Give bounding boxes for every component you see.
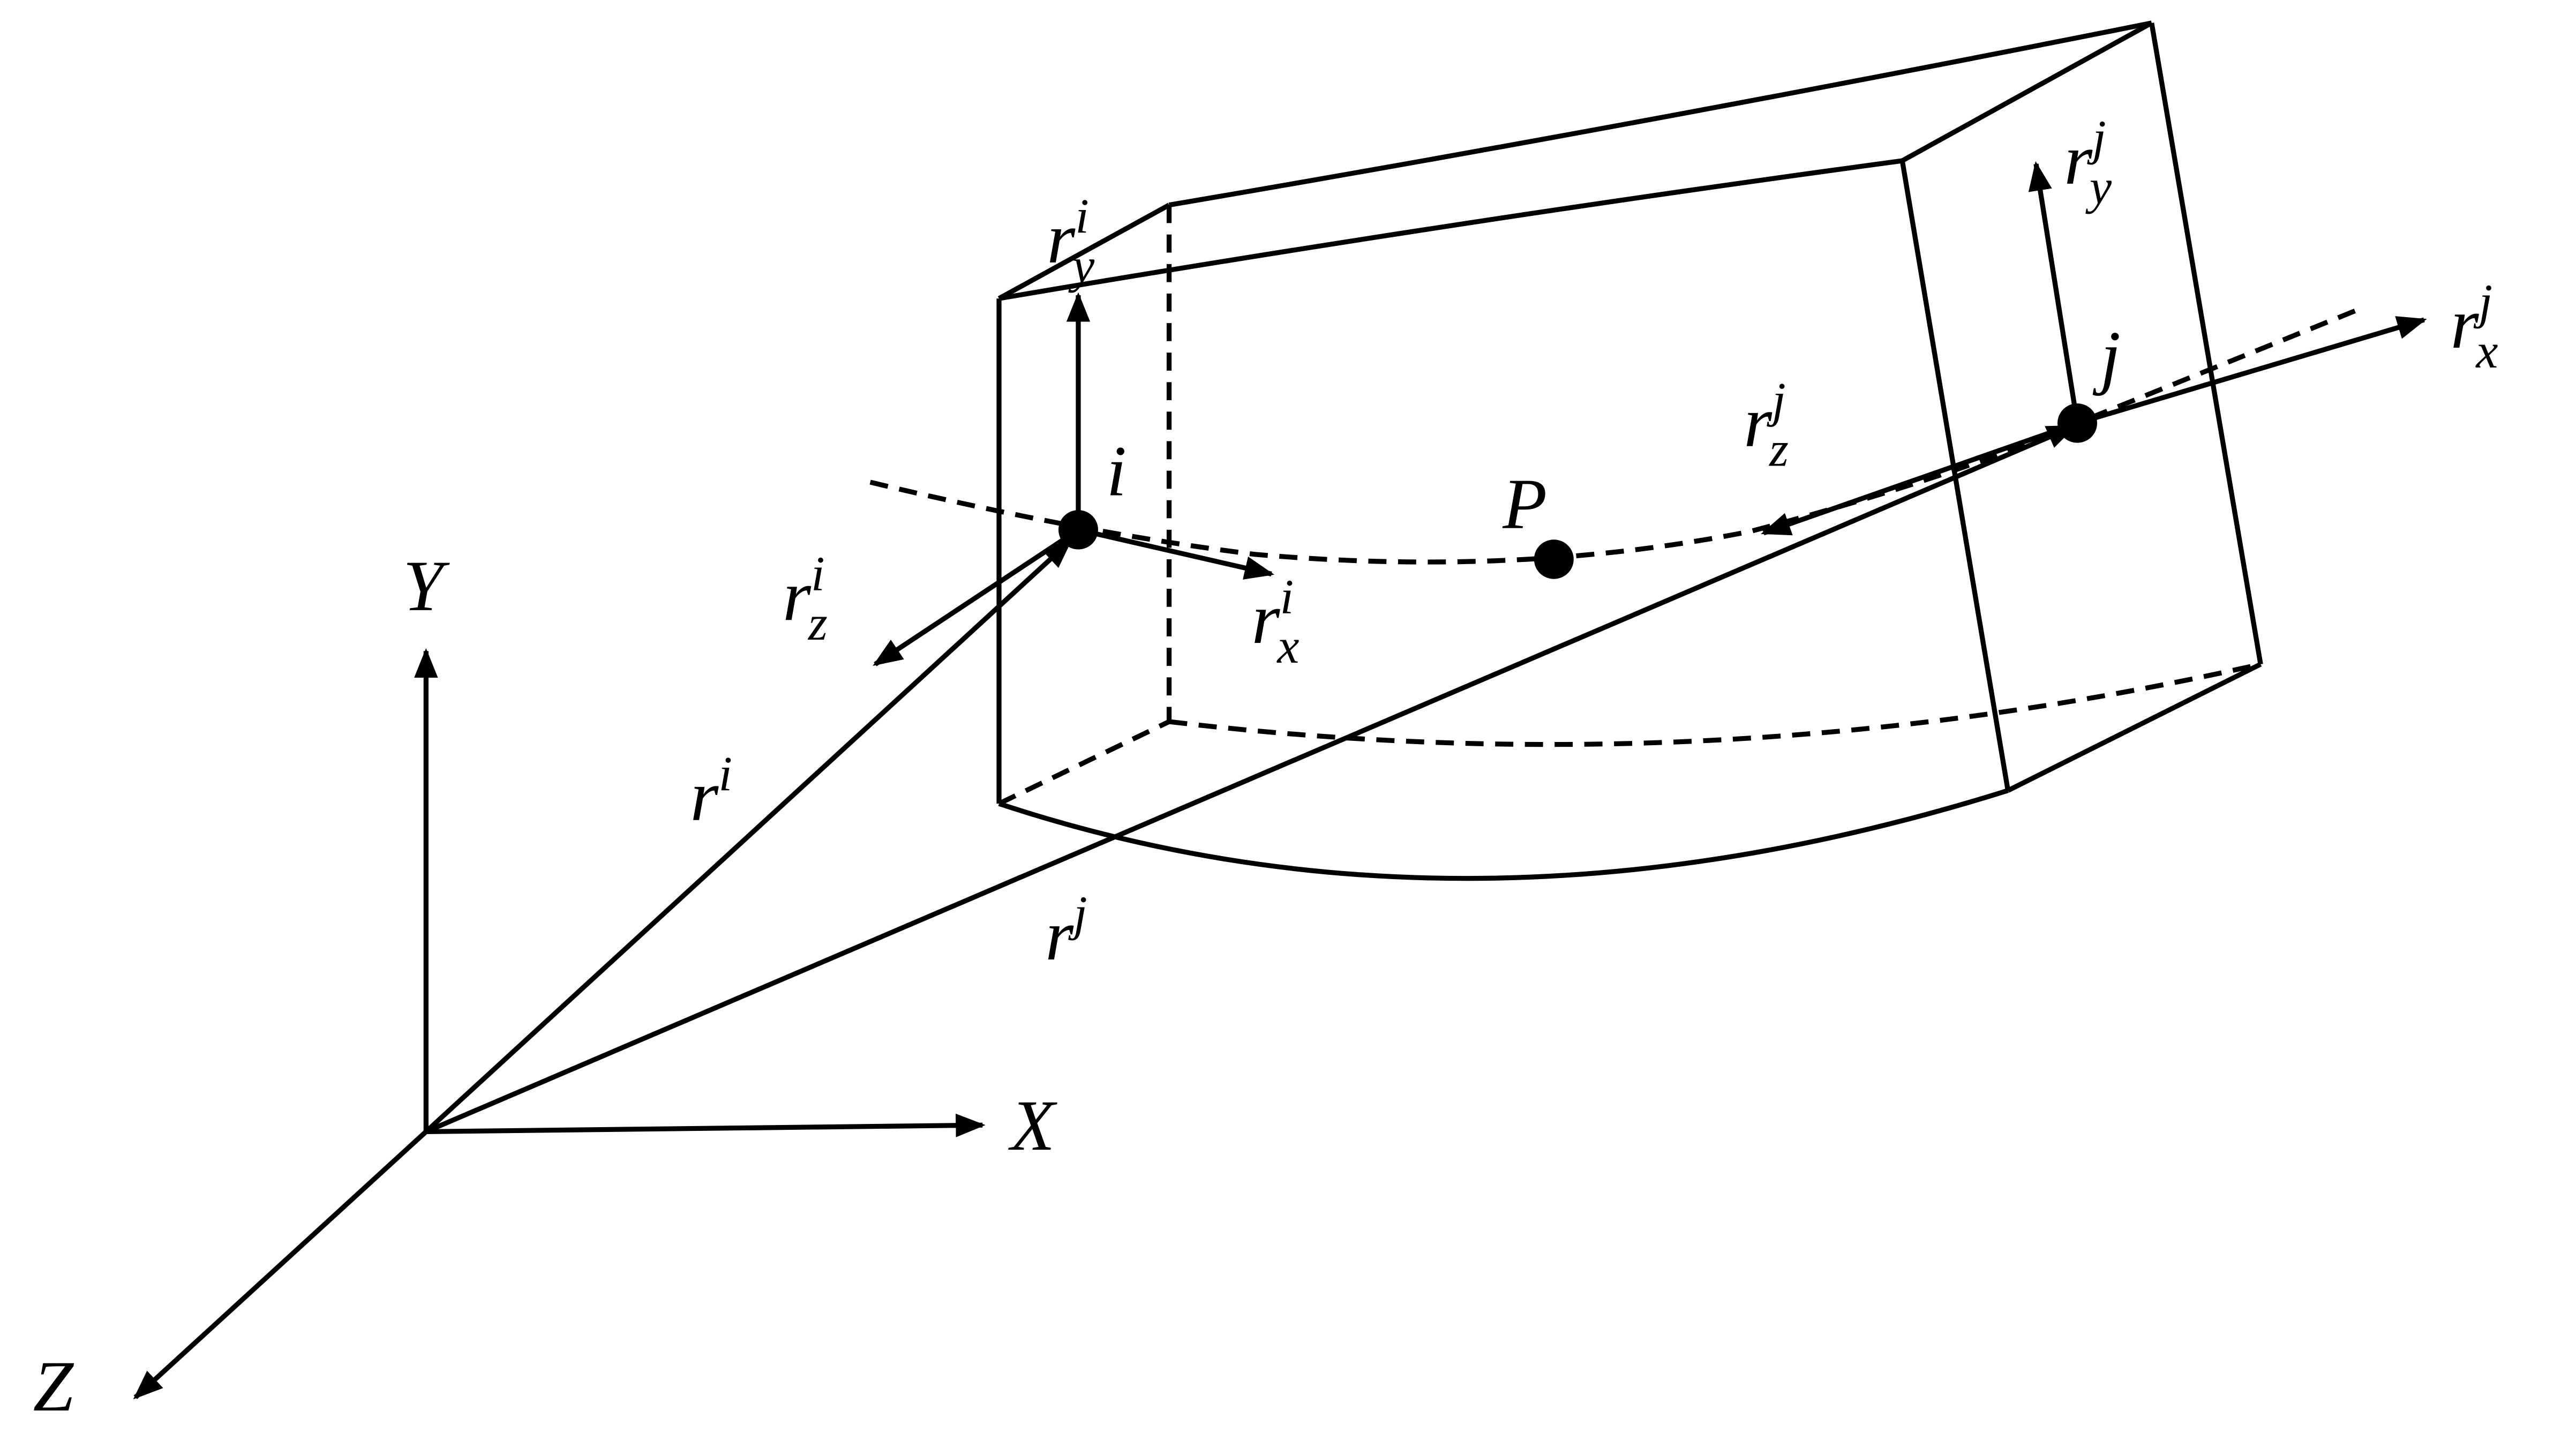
beam-top-back-edge [1168, 20, 2152, 208]
beam-bottom-right-edge [2007, 662, 2262, 793]
ri-vector [424, 539, 1072, 1134]
x-axis-label: X [1008, 1086, 1057, 1166]
triad-i [873, 292, 1275, 666]
triad-j [1761, 161, 2427, 536]
rzj-arrow [1761, 421, 2078, 536]
ryj-arrow [2028, 161, 2080, 424]
global-axes [133, 648, 986, 1400]
beam-top-left-edge [997, 202, 1170, 301]
x-axis [426, 1113, 986, 1137]
rxj-arrow [2076, 316, 2427, 426]
rj-vector [425, 424, 2077, 1134]
rxi-arrow [1077, 527, 1275, 580]
node-i [1058, 510, 1098, 550]
position-vectors [424, 424, 2077, 1134]
node-i-label: i [1106, 432, 1126, 511]
y-axis-label: Y [403, 546, 450, 626]
node-p [1534, 539, 1574, 579]
node-j-label: j [2092, 317, 2121, 396]
node-j [2057, 403, 2098, 443]
node-p-label: P [1502, 464, 1547, 544]
rzi-arrow [873, 528, 1080, 666]
z-axis-label: Z [33, 1347, 74, 1426]
beam-top-right-edge [1901, 20, 2153, 163]
beam-bottom-back-edge [1168, 662, 2262, 747]
beam-bottom-front-edge [998, 788, 2009, 881]
rj-label: rj [1045, 886, 1087, 976]
z-axis [133, 1130, 428, 1400]
beam-top-front-edge [998, 158, 1903, 301]
beam-right-back-edge [2149, 22, 2263, 665]
beam-bottom-left-edge [998, 719, 1170, 806]
beam-hidden-edges [869, 205, 2362, 806]
ri-label: ri [690, 747, 732, 836]
